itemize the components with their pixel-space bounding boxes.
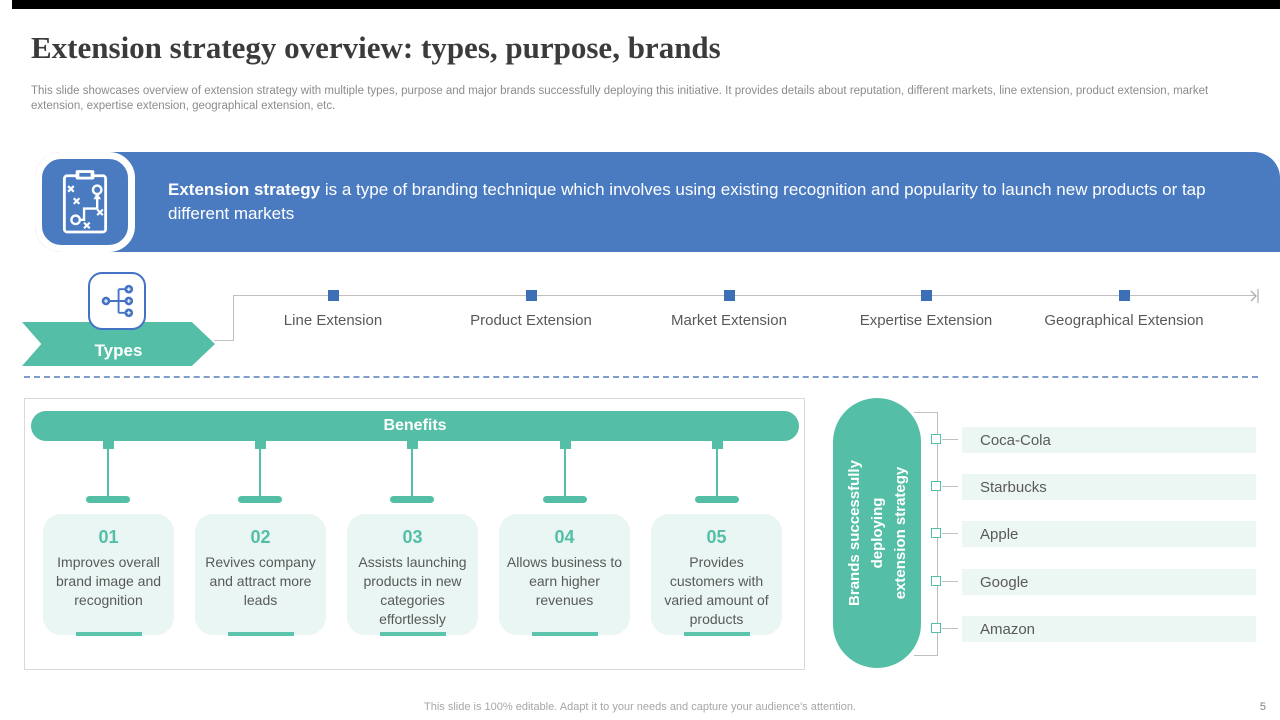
timeline-marker — [723, 290, 735, 301]
benefit-underline — [75, 632, 142, 636]
timeline-marker — [525, 290, 537, 301]
timeline-item: Market Extension — [629, 290, 829, 329]
hierarchy-icon — [88, 272, 146, 330]
brand-row: Starbucks — [931, 474, 1261, 500]
dashed-divider — [24, 376, 1258, 378]
brand-label: Apple — [962, 521, 1256, 547]
benefit-card: 02 Revives company and attract more lead… — [195, 514, 326, 636]
slide-description: This slide showcases overview of extensi… — [31, 85, 1209, 112]
brand-label: Amazon — [962, 616, 1256, 642]
benefit-underline — [227, 632, 294, 636]
benefit-connector — [543, 438, 587, 504]
strategy-clipboard-icon — [35, 152, 135, 252]
definition-bold: Extension strategy — [168, 180, 321, 199]
benefit-text: Revives company and attract more leads — [205, 554, 316, 608]
benefit-underline — [683, 632, 750, 636]
benefit-number: 01 — [98, 527, 119, 547]
benefit-number: 04 — [554, 527, 575, 547]
definition-banner: Extension strategy is a type of branding… — [35, 152, 1280, 252]
brands-title-line: deploying — [868, 497, 886, 569]
benefit-number: 02 — [250, 527, 271, 547]
brand-row: Coca-Cola — [931, 427, 1261, 453]
timeline-line — [233, 295, 1255, 296]
benefit-underline — [531, 632, 598, 636]
benefit-underline — [379, 632, 446, 636]
brands-title-line: Brands successfully — [845, 460, 863, 606]
timeline-label: Product Extension — [470, 312, 592, 329]
brand-row: Amazon — [931, 616, 1261, 642]
brands-connector-line — [914, 655, 938, 656]
timeline-marker — [1118, 290, 1130, 301]
brand-node-dash — [942, 628, 958, 629]
benefits-header: Benefits — [31, 411, 799, 441]
types-label: Types — [94, 341, 143, 360]
brand-node-square — [931, 434, 941, 444]
footer-note: This slide is 100% editable. Adapt it to… — [424, 701, 856, 713]
timeline-marker — [920, 290, 932, 301]
timeline-item: Product Extension — [431, 290, 631, 329]
benefit-text: Allows business to earn higher revenues — [506, 554, 623, 608]
timeline-label: Geographical Extension — [1044, 312, 1204, 329]
timeline-label: Market Extension — [671, 312, 787, 329]
timeline-arrow-icon — [1248, 288, 1262, 309]
timeline-item: Line Extension — [233, 290, 433, 329]
benefit-card: 03 Assists launching products in new cat… — [347, 514, 478, 636]
brand-node-square — [931, 481, 941, 491]
benefit-card: 05 Provides customers with varied amount… — [651, 514, 782, 636]
brand-node-square — [931, 576, 941, 586]
timeline-elbow — [214, 340, 234, 341]
benefit-connector — [390, 438, 434, 504]
brands-capsule — [833, 398, 921, 668]
brand-node-dash — [942, 439, 958, 440]
benefit-connector — [695, 438, 739, 504]
timeline-item: Geographical Extension — [1024, 290, 1224, 329]
brand-label: Coca-Cola — [962, 427, 1256, 453]
page-title: Extension strategy overview: types, purp… — [31, 30, 721, 65]
brand-node-dash — [942, 581, 958, 582]
benefit-card: 04 Allows business to earn higher revenu… — [499, 514, 630, 636]
timeline-elbow — [233, 295, 234, 340]
benefits-panel: Benefits 01 Improves overall brand image… — [24, 398, 805, 670]
timeline-marker — [327, 290, 339, 301]
timeline-label: Line Extension — [283, 312, 383, 329]
brand-row: Google — [931, 569, 1261, 595]
brand-node-square — [931, 528, 941, 538]
benefit-card: 01 Improves overall brand image and reco… — [43, 514, 174, 636]
timeline-label: Expertise Extension — [859, 312, 993, 329]
benefit-text: Improves overall brand image and recogni… — [55, 554, 162, 608]
definition-rest: is a type of branding technique which in… — [168, 180, 1206, 223]
benefit-text: Assists launching products in new catego… — [358, 554, 467, 627]
brand-node-dash — [942, 533, 958, 534]
benefit-text: Provides customers with varied amount of… — [664, 554, 769, 627]
brands-connector-line — [914, 412, 938, 413]
brand-node-square — [931, 623, 941, 633]
brand-node-dash — [942, 486, 958, 487]
benefit-connector — [238, 438, 282, 504]
top-accent-bar — [12, 0, 1280, 9]
brand-label: Starbucks — [962, 474, 1256, 500]
brand-label: Google — [962, 569, 1256, 595]
definition-text: Extension strategy is a type of branding… — [168, 152, 1266, 252]
brands-title-line: extension strategy — [891, 466, 909, 600]
brand-row: Apple — [931, 521, 1261, 547]
page-number: 5 — [1259, 701, 1266, 713]
brands-capsule-title: Brands successfully deploying extension … — [833, 398, 921, 668]
timeline-item: Expertise Extension — [826, 290, 1026, 329]
benefit-connector — [86, 438, 130, 504]
benefit-number: 03 — [402, 527, 423, 547]
benefit-number: 05 — [706, 527, 727, 547]
